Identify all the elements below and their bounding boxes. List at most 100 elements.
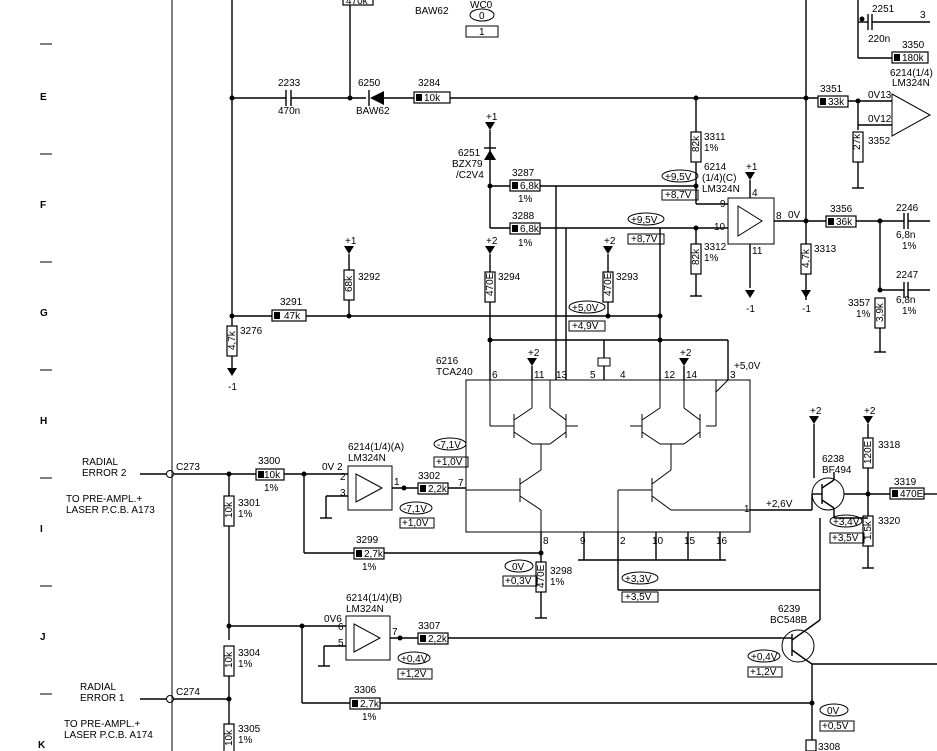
label-3288t: 1%	[518, 238, 533, 249]
label-6251v2: /C2V4	[456, 170, 484, 181]
label-radial-error-1-l2: ERROR 1	[80, 693, 125, 704]
label-c273: C273	[176, 462, 200, 473]
label-2233: 2233	[278, 78, 301, 89]
label-v-p87a: +8,7V	[665, 190, 692, 201]
label-3308: 3308	[818, 742, 841, 751]
label-2247t: 1%	[902, 306, 917, 317]
label-2246v: 6,8n	[896, 230, 915, 241]
label-rail-m1b: -1	[802, 304, 811, 315]
label-v-p35b: +3,5V	[832, 533, 859, 544]
label-3302v: 2,2k	[428, 484, 448, 495]
transistor-6239: 6239 BC548B +0,4V +1,2V 0V +0,5V 3308	[747, 604, 937, 751]
label-pin1: 1	[744, 504, 750, 515]
label-pin3: 3	[730, 370, 736, 381]
label-pin9: 9	[580, 536, 586, 547]
label-3356: 3356	[830, 204, 853, 215]
label-v-p04b: +0,4V	[751, 652, 778, 663]
label-3312v: 82k	[691, 248, 702, 265]
label-rail-m1c: -1	[228, 382, 237, 393]
label-ov12: 0V12	[868, 114, 892, 125]
label-to-laser-a174-l2: LASER P.C.B. A174	[64, 730, 153, 741]
label-rail-p2e: +2	[810, 406, 822, 417]
label-3-top: 3	[920, 10, 926, 21]
label-pin14: 14	[686, 370, 698, 381]
label-470k: 470k	[346, 0, 369, 7]
label-2246t: 1%	[902, 241, 917, 252]
label-3292v: 68k	[344, 275, 355, 292]
label-to-laser-a173-l1: TO PRE-AMPL.+	[66, 494, 142, 505]
label-3276v: 4,7k	[227, 330, 238, 350]
label-opc-8: 8	[776, 211, 782, 222]
row-marker-h: H	[40, 416, 47, 427]
label-ov2: 0V 2	[322, 462, 343, 473]
label-3313v: 4,7k	[801, 248, 812, 268]
label-3304: 3304	[238, 648, 261, 659]
label-6214c3: LM324N	[702, 184, 740, 195]
label-ov-out: 0V	[788, 210, 801, 221]
label-pin7: 7	[458, 478, 464, 489]
row-marker-k: K	[38, 740, 46, 751]
label-3294v: 470E	[485, 272, 496, 296]
label-3306: 3306	[354, 685, 377, 696]
label-2233v: 470n	[278, 106, 300, 117]
label-rail-p1c: +1	[345, 236, 357, 247]
label-6250: 6250	[358, 78, 381, 89]
label-v-p95b: +9,5V	[631, 215, 658, 226]
label-pin10: 10	[652, 536, 664, 547]
label-opb-7: 7	[392, 627, 398, 638]
label-3311v: 82k	[691, 135, 702, 152]
label-3305v: 10k	[224, 729, 235, 746]
label-3306t: 1%	[362, 712, 377, 723]
label-3298t: 1%	[550, 577, 565, 588]
label-v-p10b: +1,0V	[402, 518, 429, 529]
label-v-p50b: +5,0V	[734, 361, 761, 372]
label-3313: 3313	[814, 244, 837, 255]
label-3319: 3319	[894, 477, 917, 488]
label-3312t: 1%	[704, 253, 719, 264]
label-rail-p2b: +2	[604, 236, 616, 247]
label-3311: 3311	[704, 132, 726, 143]
label-ov6: 0V6	[324, 614, 342, 625]
label-6239: 6239	[778, 604, 801, 615]
label-v-p50: +5,0V	[572, 303, 599, 314]
label-3311t: 1%	[704, 143, 719, 154]
label-3318v: 120E	[863, 440, 874, 464]
label-3319v: 470E	[900, 489, 924, 500]
label-3304t: 1%	[238, 659, 253, 670]
label-v-p12a: +1,2V	[400, 669, 427, 680]
label-v-p35: +3,5V	[625, 592, 652, 603]
label-v-p95a: +9,5V	[665, 172, 692, 183]
label-3291v: 47k	[284, 311, 301, 322]
label-rail-p1a: +1	[486, 112, 498, 123]
label-3298: 3298	[550, 566, 573, 577]
label-opc-4: 4	[752, 188, 758, 199]
opamp-b: 0V6 10k 3304 1% RADIAL ERROR 1 C274 TO P…	[64, 593, 815, 751]
label-3299t: 1%	[362, 562, 377, 573]
label-pin13: 13	[556, 370, 568, 381]
label-3276: 3276	[240, 326, 263, 337]
row-marker-g: G	[40, 308, 48, 319]
label-6214-top: 6214(1/4)	[890, 68, 933, 79]
label-3293v: 470E	[603, 272, 614, 296]
label-6214b2: LM324N	[346, 604, 384, 615]
top-section: 470k BAW62 WC0 0 1 2251 220n 3 3350 180k	[231, 0, 930, 310]
label-3300v: 10k	[264, 470, 281, 481]
label-v-p05: +0,5V	[822, 721, 849, 732]
label-to-laser-a174-l1: TO PRE-AMPL.+	[64, 719, 140, 730]
label-v-p10a: +1,0V	[436, 457, 463, 468]
label-pin8: 8	[543, 536, 549, 547]
label-6214a: 6214(1/4)(A)	[348, 442, 404, 453]
label-radial-error-1-l1: RADIAL	[80, 682, 117, 693]
label-v-m71b: -7,1V	[403, 504, 427, 515]
label-2247v: 6,8n	[896, 295, 915, 306]
label-radial-error-2-l1: RADIAL	[82, 457, 119, 468]
label-3288v: 6,8k	[520, 224, 540, 235]
label-v-p33: +3,3V	[625, 574, 652, 585]
label-6214c2: (1/4)(C)	[702, 173, 736, 184]
label-opc-10: 10	[714, 222, 726, 233]
label-3299: 3299	[356, 535, 379, 546]
label-3350v: 180k	[902, 53, 925, 64]
label-2251v: 220n	[868, 34, 890, 45]
label-c274: C274	[176, 687, 200, 698]
label-rail-p2f: +2	[864, 406, 876, 417]
